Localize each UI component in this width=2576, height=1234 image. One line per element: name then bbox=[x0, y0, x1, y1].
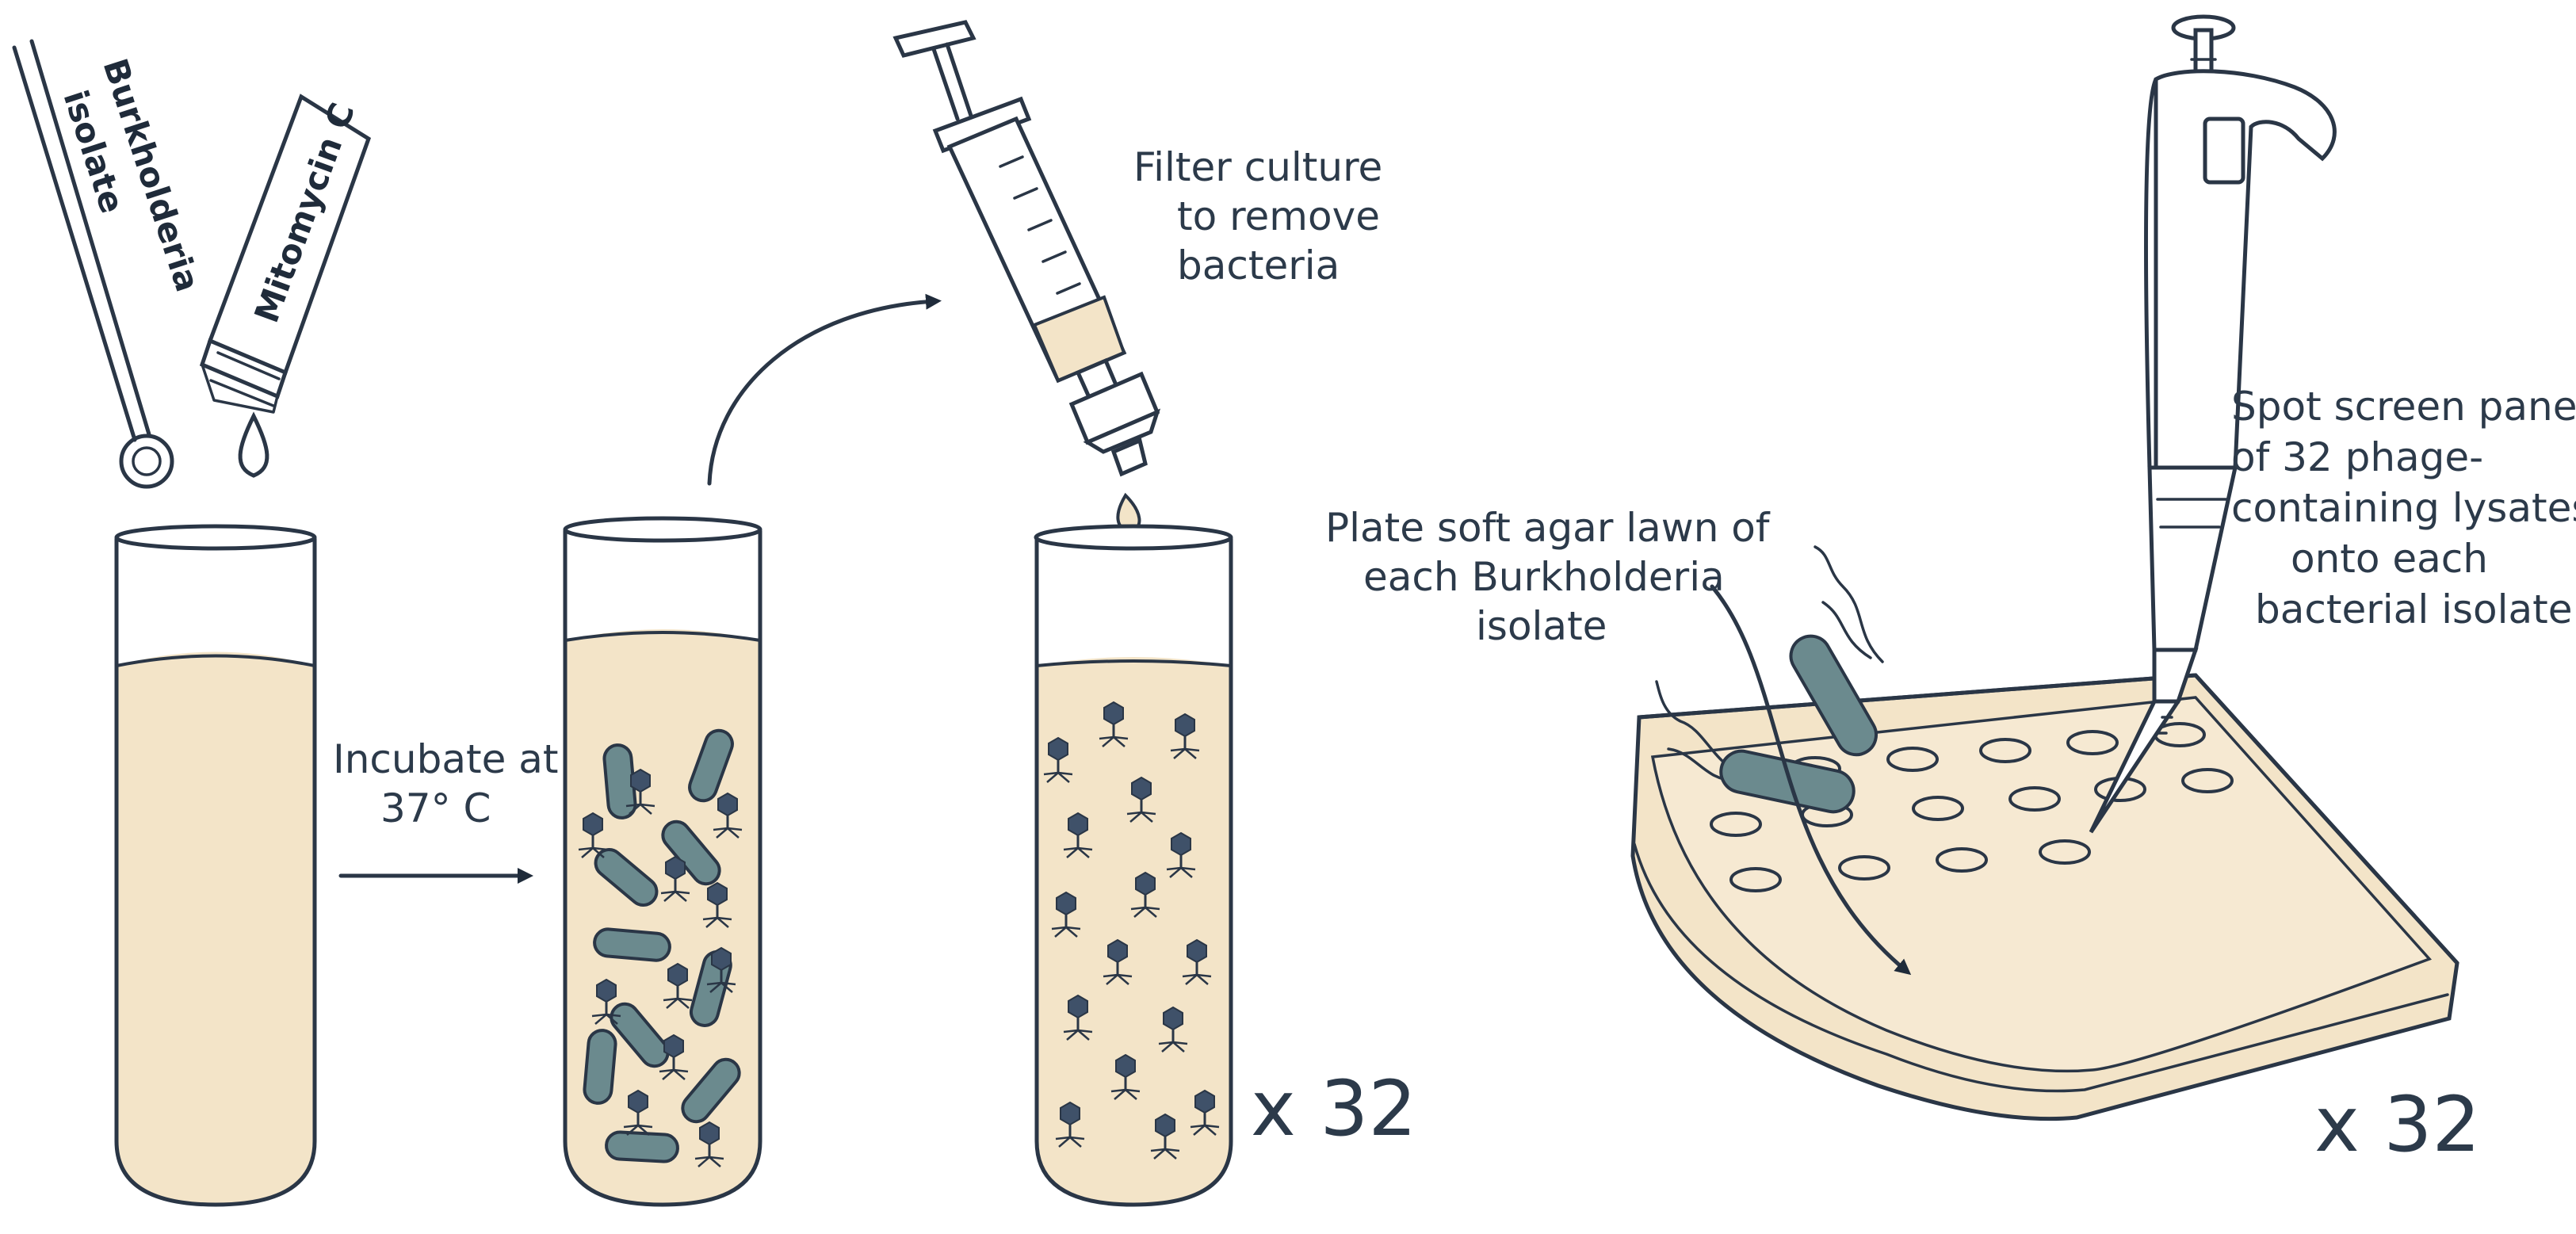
arrow-icon-filter bbox=[707, 293, 942, 486]
multiplier-tube: x 32 bbox=[1251, 1064, 1416, 1153]
plate-lawn-label: Plate soft agar lawn of each Burkholderi… bbox=[1325, 505, 1782, 649]
syringe-filter-icon bbox=[892, 20, 1161, 533]
bacterium-icon-pair bbox=[1655, 545, 1884, 814]
spot-screen-label: Spot screen panel of 32 phage- containin… bbox=[2231, 384, 2576, 632]
tube-filtered bbox=[1034, 524, 1233, 1207]
droplet-icon bbox=[238, 411, 269, 478]
inoculation-loop-icon bbox=[12, 39, 174, 489]
micropipette-icon bbox=[2089, 14, 2337, 834]
multiplier-plate: x 32 bbox=[2314, 1080, 2480, 1169]
petri-dish-icon bbox=[1630, 673, 2459, 1121]
reagent-vial-icon bbox=[199, 94, 372, 414]
incubate-label: Incubate at 37° C bbox=[333, 736, 571, 831]
arrow-icon-plate bbox=[1710, 584, 1912, 976]
filter-label: Filter culture to remove bacteria bbox=[1133, 144, 1395, 288]
tube-initial bbox=[114, 524, 317, 1207]
